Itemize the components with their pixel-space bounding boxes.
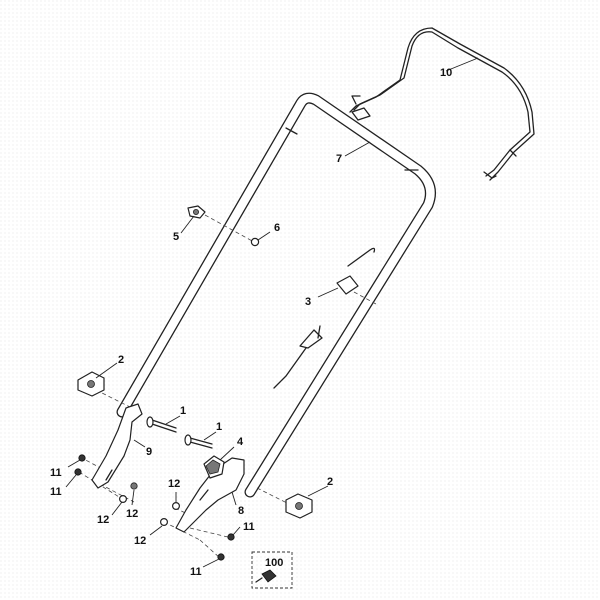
callout-11-b: 11	[50, 486, 62, 498]
fasteners	[74, 454, 235, 561]
callouts: 10 7 5 6 3 2 1 1 4 9 2 8 11 11 12 12 12 …	[50, 67, 452, 578]
cable-bracket-4	[203, 455, 225, 479]
upper-handle-7	[116, 92, 436, 498]
washer-12-a	[118, 495, 127, 504]
callout-10: 10	[440, 67, 452, 79]
nut-11-a	[78, 454, 86, 462]
nut-11-c	[227, 533, 235, 541]
carriage-bolt-1-lower	[184, 434, 213, 449]
bracket-8	[175, 457, 245, 533]
washer-12-c	[172, 502, 181, 511]
control-bar-10	[349, 27, 535, 181]
carriage-bolt-1-upper	[146, 416, 177, 433]
callout-2-right: 2	[327, 476, 333, 488]
callout-11-a: 11	[50, 467, 62, 479]
leader-lines	[65, 57, 479, 568]
callout-1-lower: 1	[216, 421, 222, 433]
knob-2-left	[77, 371, 105, 397]
callout-12-a: 12	[97, 514, 109, 526]
washer-12-b	[130, 482, 138, 490]
callout-12-d: 12	[134, 535, 146, 547]
callout-100: 100	[265, 557, 283, 569]
callout-4: 4	[237, 436, 244, 448]
callout-8: 8	[238, 505, 244, 517]
bracket-9	[91, 403, 143, 489]
callout-12-c: 12	[168, 478, 180, 490]
callout-7: 7	[336, 153, 342, 165]
callout-9: 9	[146, 446, 152, 458]
kit-box-100	[251, 551, 293, 589]
callout-12-b: 12	[126, 508, 138, 520]
callout-11-c: 11	[243, 521, 255, 533]
callout-3: 3	[305, 296, 311, 308]
callout-11-d: 11	[190, 566, 202, 578]
callout-6: 6	[274, 222, 280, 234]
callout-2-left: 2	[118, 354, 124, 366]
screw-clip-5	[187, 205, 206, 219]
knob-2-right	[285, 493, 313, 519]
nut-11-d	[217, 553, 225, 561]
nut-6	[250, 237, 260, 247]
callout-1-upper: 1	[180, 405, 186, 417]
callout-5: 5	[173, 231, 179, 243]
nut-11-b	[74, 468, 82, 476]
washer-12-d	[160, 517, 169, 526]
cable-holder-3	[273, 247, 376, 389]
